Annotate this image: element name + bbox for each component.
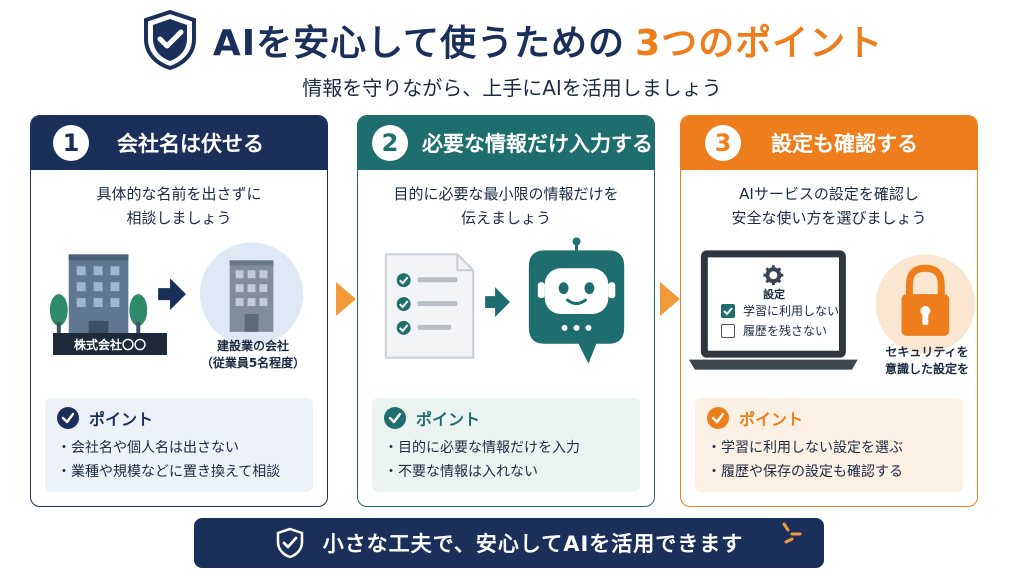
checklist-document-icon — [384, 253, 475, 359]
card-3-number: 3 — [705, 125, 741, 161]
card-3-title: 設定も確認する — [771, 132, 918, 156]
card-2-header: 2 必要な情報だけ入力する — [358, 116, 654, 170]
security-label-line1: セキュリティを — [885, 345, 969, 359]
list-item: 学習に利用しない設定を選ぶ — [707, 436, 951, 460]
anon-label-line1: 建設業の会社 — [216, 339, 289, 353]
card-2-point-heading: ポイント — [384, 406, 628, 430]
anon-label-line2: （従業員5名程度） — [200, 356, 306, 370]
card-1-bullet-list: 会社名や個人名は出さない 業種や規模などに置き換えて相談 — [57, 436, 301, 484]
card-1-number: 1 — [53, 125, 89, 161]
sparkle-icon — [782, 522, 802, 544]
checkbox-checked-icon — [721, 303, 735, 318]
company-anonymize-illustration — [49, 242, 304, 346]
card-1-header: 1 会社名は伏せる — [31, 116, 327, 170]
arrow-right-icon — [660, 282, 680, 316]
company-name-label: 株式会社〇〇 — [53, 333, 167, 355]
card-1-desc-line1: 具体的な名前を出さずに — [96, 185, 262, 203]
minimal-input-illustration — [384, 237, 625, 364]
anonymous-building-icon — [199, 242, 304, 346]
card-2-desc-line1: 目的に必要な最小限の情報だけを — [393, 185, 619, 203]
option-no-training: 学習に利用しない — [721, 302, 839, 319]
card-1: 1 会社名は伏せる 具体的な名前を出さずに 相談しましょう — [30, 115, 328, 507]
point-title: ポイント — [739, 410, 804, 429]
card-1-title: 会社名は伏せる — [117, 132, 264, 156]
card-3-point-heading: ポイント — [707, 406, 951, 430]
card-2: 2 必要な情報だけ入力する 目的に必要な最小限の情報だけを 伝えましょう — [357, 115, 655, 507]
card-3-description: AIサービスの設定を確認し 安全な使い方を選びましょう — [681, 182, 977, 230]
card-3-bullet-list: 学習に利用しない設定を選ぶ 履歴や保存の設定も確認する — [707, 436, 951, 484]
card-1-desc-line2: 相談しましょう — [126, 209, 232, 227]
card-2-bullet-list: 目的に必要な情報だけを入力 不要な情報は入れない — [384, 436, 628, 484]
page-subtitle: 情報を守りながら、上手にAIを活用しましょう — [302, 76, 722, 100]
footer-text: 小さな工夫で、安心してAIを活用できます — [322, 532, 744, 556]
footer-banner: 小さな工夫で、安心してAIを活用できます — [194, 518, 824, 568]
gear-icon — [763, 265, 784, 286]
card-3-desc-line2: 安全な使い方を選びましょう — [731, 209, 927, 227]
list-item: 業種や規模などに置き換えて相談 — [57, 460, 301, 484]
point-title: ポイント — [89, 410, 154, 429]
title-accent: 3つのポイント — [635, 23, 884, 64]
check-circle-icon — [707, 407, 729, 429]
card-3-desc-line1: AIサービスの設定を確認し — [739, 185, 919, 203]
check-circle-icon — [384, 407, 406, 429]
card-2-title: 必要な情報だけ入力する — [422, 132, 653, 156]
card-2-description: 目的に必要な最小限の情報だけを 伝えましょう — [358, 182, 654, 230]
anonymized-company-label: 建設業の会社 （従業員5名程度） — [194, 338, 312, 372]
list-item: 目的に必要な情報だけを入力 — [384, 436, 628, 460]
title-main: AIを安心して使うための — [212, 23, 626, 64]
card-1-point-heading: ポイント — [57, 406, 301, 430]
option-2-label: 履歴を残さない — [743, 324, 828, 338]
checkbox-unchecked-icon — [721, 323, 735, 338]
check-circle-icon — [57, 407, 79, 429]
option-1-label: 学習に利用しない — [743, 304, 840, 318]
point-title: ポイント — [416, 410, 481, 429]
card-3: 3 設定も確認する AIサービスの設定を確認し 安全な使い方を選びましょう — [680, 115, 978, 507]
ai-robot-chat-icon — [528, 237, 625, 364]
arrow-right-icon — [336, 282, 356, 316]
card-2-point-box: ポイント 目的に必要な情報だけを入力 不要な情報は入れない — [372, 398, 640, 492]
list-item: 不要な情報は入れない — [384, 460, 628, 484]
arrow-right-icon — [485, 287, 510, 317]
security-label: セキュリティを 意識した設定を — [877, 344, 977, 378]
card-1-description: 具体的な名前を出さずに 相談しましょう — [31, 182, 327, 230]
office-building-icon — [49, 254, 148, 344]
shield-check-icon — [143, 9, 196, 71]
security-label-line2: 意識した設定を — [884, 362, 969, 376]
list-item: 履歴や保存の設定も確認する — [707, 460, 951, 484]
lock-icon — [875, 254, 976, 354]
settings-illustration — [688, 250, 976, 370]
card-3-point-box: ポイント 学習に利用しない設定を選ぶ 履歴や保存の設定も確認する — [695, 398, 963, 492]
card-1-point-box: ポイント 会社名や個人名は出さない 業種や規模などに置き換えて相談 — [45, 398, 313, 492]
settings-label: 設定 — [763, 288, 785, 301]
shield-check-icon — [276, 527, 303, 559]
laptop-icon — [688, 250, 858, 370]
card-3-header: 3 設定も確認する — [681, 116, 977, 170]
list-item: 会社名や個人名は出さない — [57, 436, 301, 460]
option-no-history: 履歴を残さない — [721, 322, 827, 339]
arrow-right-icon — [158, 278, 186, 311]
card-2-number: 2 — [372, 125, 408, 161]
card-2-desc-line2: 伝えましょう — [460, 209, 551, 227]
